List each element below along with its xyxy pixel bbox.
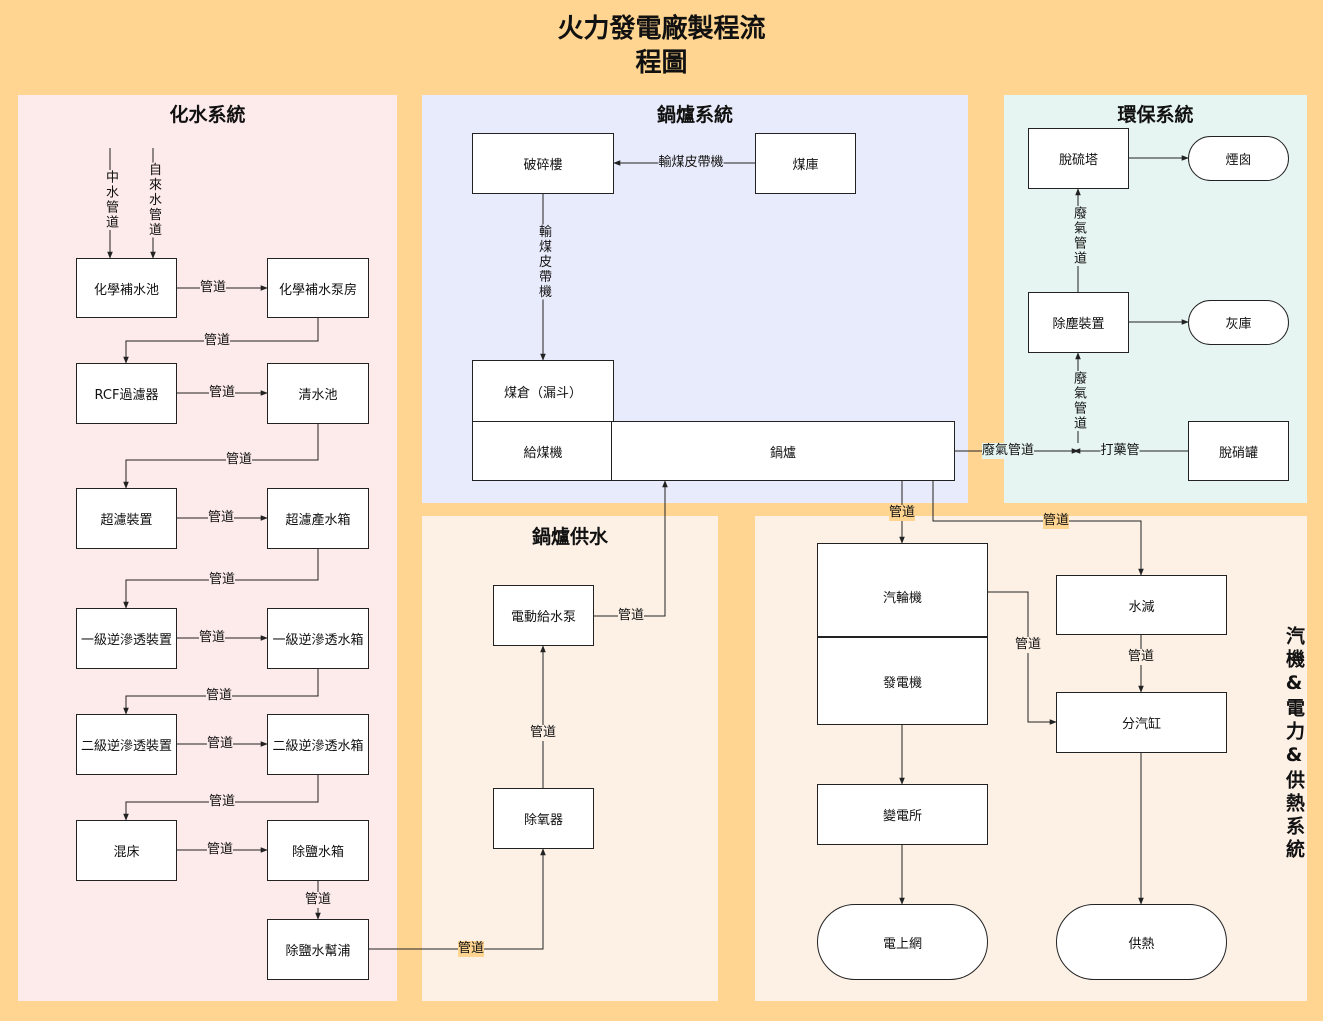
node-denox: 脫硝罐: [1188, 421, 1289, 481]
pipe-label: 管道: [617, 608, 645, 624]
diagram-title: 火力發電廠製程流 程圖: [557, 14, 766, 78]
node-crusher: 破碎樓: [472, 133, 614, 194]
node-coal-store: 煤庫: [755, 133, 856, 194]
node-grid: 電上網: [817, 904, 988, 980]
pipe-label: 管道: [207, 510, 235, 526]
node-generator: 發電機: [817, 637, 988, 725]
node-ro2: 二級逆滲透裝置: [76, 714, 177, 775]
node-uf-tank: 超濾產水箱: [267, 488, 369, 549]
panel-env-title: 環保系統: [1117, 104, 1194, 126]
pipe-label: 管道: [206, 736, 234, 752]
panel-turbine-title: 汽機&電力&供熱系統: [1283, 626, 1305, 862]
waste-gas-pipe-label: 廢氣管道: [1070, 206, 1086, 266]
node-chem-pump: 化學補水泵房: [267, 258, 369, 318]
node-substation: 變電所: [817, 784, 988, 845]
pipe-label: 管道: [457, 941, 485, 957]
pipe-label: 管道: [225, 452, 253, 468]
waste-gas-pipe-label: 廢氣管道: [981, 443, 1035, 459]
dosing-pipe-label: 打藥管: [1100, 443, 1140, 459]
node-rcf: RCF過濾器: [76, 363, 177, 424]
mid-water-pipe-label: 中水管道: [102, 170, 118, 230]
node-chem-pool: 化學補水池: [76, 258, 177, 318]
node-dust: 除塵裝置: [1028, 292, 1129, 353]
pipe-label: 管道: [203, 333, 231, 349]
node-chimney: 煙囪: [1188, 136, 1289, 181]
node-ro1: 一級逆滲透裝置: [76, 608, 177, 669]
node-feed-pump: 電動給水泵: [493, 585, 594, 646]
conveyor-label: 輸煤皮帶機: [658, 155, 724, 171]
node-turbine: 汽輪機: [817, 543, 988, 637]
node-desalt-tank: 除鹽水箱: [267, 820, 369, 881]
conveyor-label: 輸煤皮帶機: [535, 224, 551, 300]
tap-water-pipe-label: 自來水管道: [145, 162, 161, 238]
pipe-label: 管道: [208, 385, 236, 401]
pipe-label: 管道: [1014, 637, 1042, 653]
node-coal-bin: 煤倉（漏斗）: [472, 360, 614, 422]
node-uf: 超濾裝置: [76, 488, 177, 549]
node-feeder: 給煤機: [472, 421, 614, 481]
node-mixbed: 混床: [76, 820, 177, 881]
node-header: 分汽缸: [1056, 692, 1227, 753]
pipe-label: 管道: [198, 630, 226, 646]
panel-feed-title: 鍋爐供水: [531, 526, 608, 548]
panel-chem-title: 化水系統: [169, 104, 246, 126]
pipe-label: 管道: [205, 688, 233, 704]
node-desulf: 脫硫塔: [1028, 128, 1129, 189]
pipe-label: 管道: [1127, 649, 1155, 665]
node-ash: 灰庫: [1188, 300, 1289, 345]
pipe-label: 管道: [199, 280, 227, 296]
node-deaerator: 除氧器: [493, 788, 594, 849]
node-ro2-tank: 二級逆滲透水箱: [267, 714, 369, 775]
node-boiler: 鍋爐: [611, 421, 955, 481]
pipe-label: 管道: [1042, 513, 1070, 529]
pipe-label: 管道: [304, 892, 332, 908]
pipe-label: 管道: [888, 505, 916, 521]
pipe-label: 管道: [208, 794, 236, 810]
pipe-label: 管道: [206, 842, 234, 858]
panel-boiler-title: 鍋爐系統: [656, 104, 733, 126]
node-desalt-pump: 除鹽水幫浦: [267, 919, 369, 980]
pipe-label: 管道: [208, 572, 236, 588]
pipe-label: 管道: [529, 725, 557, 741]
waste-gas-pipe-label: 廢氣管道: [1070, 371, 1086, 431]
node-ro1-tank: 一級逆滲透水箱: [267, 608, 369, 669]
node-clear-pool: 清水池: [267, 363, 369, 424]
node-heat: 供熱: [1056, 904, 1227, 980]
node-desuper: 水減: [1056, 575, 1227, 635]
